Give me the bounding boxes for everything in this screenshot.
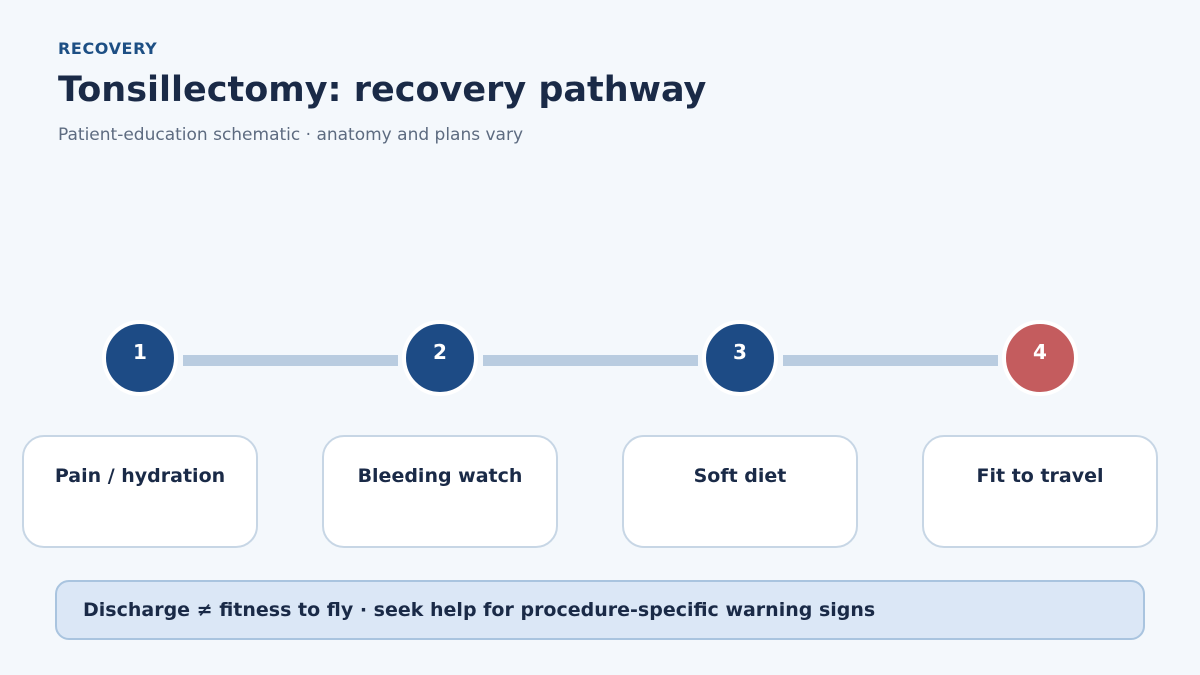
step-3-circle: 3 [702, 320, 778, 396]
step-4-card: Fit to travel [922, 435, 1158, 548]
step-1-circle: 1 [102, 320, 178, 396]
connector-3-4 [783, 355, 998, 366]
step-4-circle: 4 [1002, 320, 1078, 396]
connector-2-3 [483, 355, 698, 366]
step-3-card: Soft diet [622, 435, 858, 548]
step-4-label: Fit to travel [976, 465, 1104, 487]
step-2-card: Bleeding watch [322, 435, 558, 548]
eyebrow-label: RECOVERY [58, 39, 158, 58]
step-2-circle: 2 [402, 320, 478, 396]
warning-note-text: Discharge ≠ fitness to fly · seek help f… [83, 599, 876, 621]
step-1-label: Pain / hydration [54, 465, 226, 487]
page-subtitle: Patient-education schematic · anatomy an… [58, 125, 524, 145]
page-title: Tonsillectomy: recovery pathway [58, 70, 707, 110]
step-3-label: Soft diet [693, 465, 787, 487]
connector-1-2 [183, 355, 398, 366]
warning-note: Discharge ≠ fitness to fly · seek help f… [55, 580, 1145, 640]
step-1-card: Pain / hydration [22, 435, 258, 548]
step-2-label: Bleeding watch [357, 465, 523, 487]
